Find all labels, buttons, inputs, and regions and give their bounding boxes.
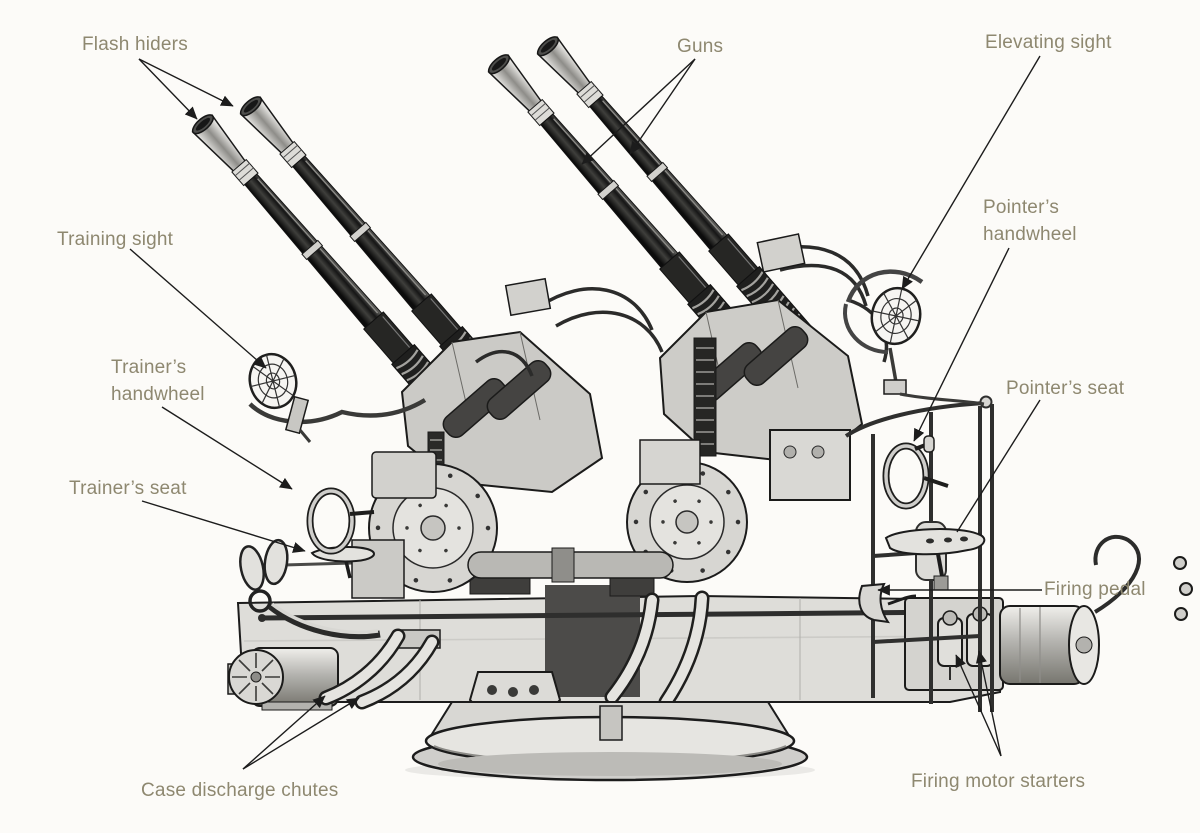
label-training-sight: Training sight: [57, 229, 174, 250]
pedestal-base: [405, 701, 815, 782]
leader-starter-1: [955, 654, 1002, 757]
shaft-collar: [551, 547, 575, 583]
label-firing-pedal: Firing pedal: [1044, 579, 1146, 600]
label-elevating-sight: Elevating sight: [985, 32, 1112, 53]
label-firing-motor-starters: Firing motor starters: [911, 771, 1086, 792]
leader-pointers-handwheel: [913, 247, 1010, 442]
motor-fan-grille: [232, 653, 280, 701]
leader-pointers-seat: [956, 399, 1041, 533]
leader-elevating-sight: [901, 55, 1041, 290]
leader-chute-2: [242, 697, 360, 770]
label-case-discharge-chutes: Case discharge chutes: [141, 780, 339, 801]
elevating-sight: [843, 269, 985, 406]
training-buffer-drum: [999, 534, 1193, 685]
leader-flash-hider-2: [138, 58, 234, 107]
label-pointers-handwheel: Pointer’s handwheel: [983, 197, 1077, 245]
label-guns: Guns: [677, 36, 724, 57]
shell-clips: [239, 538, 381, 640]
leader-gun-2: [629, 58, 696, 155]
label-pointers-seat: Pointer’s seat: [1006, 378, 1125, 399]
pointers-handwheel: [882, 435, 949, 510]
leader-gun-1: [581, 58, 696, 165]
leader-chute-1: [242, 695, 326, 770]
firing-motor-starter-panel: [904, 597, 1004, 691]
label-trainers-seat: Trainer’s seat: [69, 478, 187, 499]
training-gear-housing: [351, 451, 498, 599]
leader-lines: [129, 55, 1042, 770]
case-discharge-chutes: [318, 590, 710, 710]
pointers-seat: [884, 528, 986, 591]
leader-flash-hider-1: [138, 58, 198, 120]
training-motor: [227, 647, 339, 711]
leader-trainers-seat: [141, 500, 306, 553]
leader-starter-2: [975, 650, 1002, 757]
trainers-handwheel: [306, 487, 375, 555]
leader-trainers-handwheel: [161, 406, 293, 490]
leader-training-sight: [129, 248, 267, 369]
label-flash-hiders: Flash hiders: [82, 34, 188, 55]
label-trainers-handwheel: Trainer’s handwheel: [111, 357, 205, 405]
